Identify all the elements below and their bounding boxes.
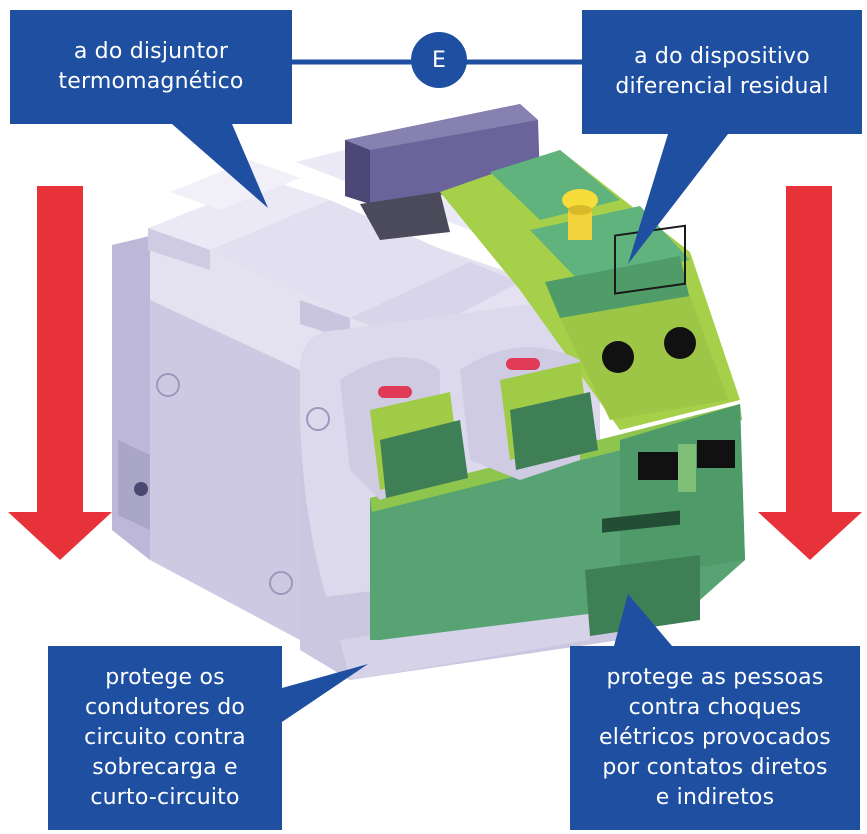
pointer-top-right (628, 134, 728, 264)
breaker-toggles (340, 347, 598, 500)
callout-line: por contatos diretos (602, 755, 828, 780)
rcd-module (370, 150, 745, 640)
callout-rcd-function: protege as pessoas contra choques elétri… (570, 646, 860, 830)
callout-line: curto-circuito (90, 785, 240, 810)
callout-line: termomagnético (58, 69, 244, 94)
callout-line: contra choques (628, 695, 802, 720)
pointer-bottom-right (614, 594, 672, 646)
callout-line: a do disjuntor (73, 39, 229, 64)
callout-line: diferencial residual (615, 74, 829, 99)
pointer-top-left (172, 124, 268, 208)
letter-badge: E (411, 32, 467, 88)
callout-line: protege os (105, 665, 225, 690)
callout-line: a do dispositivo (634, 44, 810, 69)
callout-line: e indiretos (655, 785, 775, 810)
callout-line: circuito contra (84, 725, 246, 750)
callout-line: protege as pessoas (606, 665, 824, 690)
callout-rcd: a do dispositivo diferencial residual (582, 10, 862, 134)
callout-breaker: a do disjuntor termomagnético (10, 10, 292, 124)
callout-line: condutores do (84, 695, 246, 720)
callout-line: elétricos provocados (599, 725, 831, 750)
callout-line: sobrecarga e (92, 755, 238, 780)
pointer-bottom-left (282, 664, 368, 722)
arrow-right (758, 186, 862, 560)
arrow-left (8, 186, 112, 560)
callout-breaker-function: protege os condutores do circuito contra… (48, 646, 282, 830)
